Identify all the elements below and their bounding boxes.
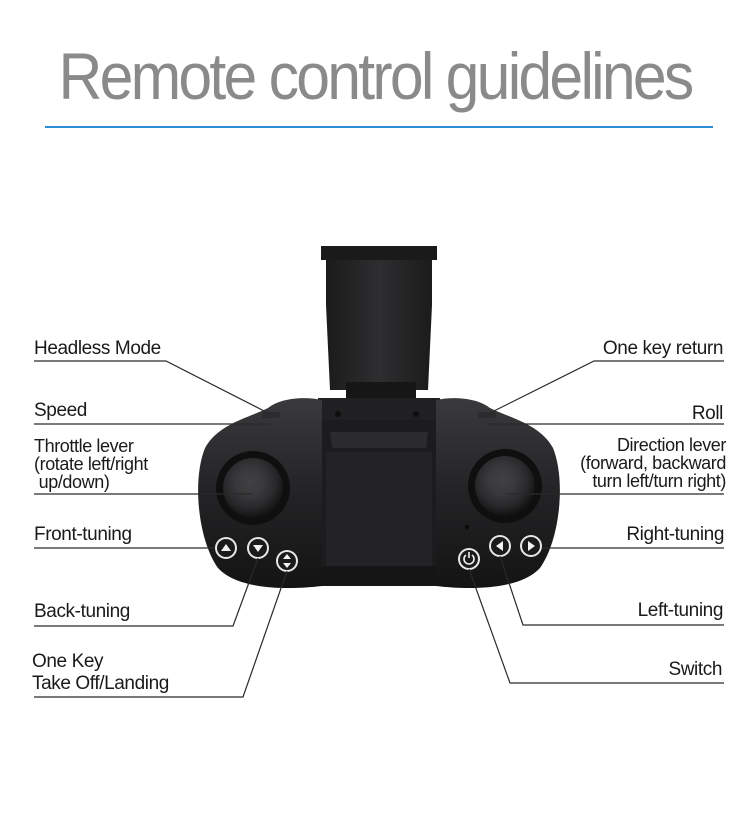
right-arrow-icon (528, 541, 535, 551)
left-joystick[interactable] (216, 451, 290, 525)
down-arrow-icon (253, 545, 263, 552)
front-tuning-button[interactable] (215, 537, 237, 559)
leader-one-key-return (487, 360, 724, 415)
label-takeoff-landing: One Key Take Off/Landing (32, 651, 169, 695)
label-one-key-return: One key return (602, 338, 723, 359)
right-joystick[interactable] (468, 449, 542, 523)
power-switch-button[interactable] (458, 548, 480, 570)
label-switch: Switch (668, 659, 722, 680)
label-takeoff-line1: One Key (32, 651, 104, 672)
label-takeoff-line2: Take Off/Landing (32, 673, 169, 694)
leader-takeoff (34, 570, 288, 698)
leader-switch (468, 568, 724, 684)
label-left-tuning: Left-tuning (637, 600, 724, 621)
takeoff-landing-button[interactable] (276, 550, 298, 572)
leader-left-tuning (499, 555, 724, 626)
label-right-tuning: Right-tuning (626, 524, 724, 545)
label-direction-line1: Direction lever (616, 435, 726, 455)
page-title: Remote control guidelines (58, 39, 694, 113)
label-direction-lever: Direction lever (forward, backward turn … (580, 436, 726, 490)
left-arrow-icon (496, 541, 503, 551)
takeoff-landing-icon (283, 554, 291, 568)
leader-headless (34, 360, 271, 415)
controller-body (198, 398, 560, 589)
label-speed: Speed (34, 400, 87, 421)
label-back-tuning: Back-tuning (34, 601, 130, 622)
label-headless-mode: Headless Mode (34, 338, 161, 359)
title-divider (45, 126, 713, 128)
label-throttle-line1: Throttle lever (34, 436, 134, 456)
label-front-tuning: Front-tuning (34, 524, 132, 545)
power-icon (463, 552, 475, 565)
label-throttle-line3: up/down) (34, 472, 110, 492)
label-throttle-line2: (rotate left/right (34, 454, 148, 474)
leader-back-tuning (34, 557, 259, 627)
up-arrow-icon (221, 544, 231, 551)
left-tuning-button[interactable] (489, 535, 511, 557)
back-tuning-button[interactable] (247, 537, 269, 559)
phone-holder (318, 246, 440, 420)
label-direction-line2: (forward, backward (580, 453, 726, 473)
label-direction-line3: turn left/turn right) (592, 471, 726, 491)
label-roll: Roll (691, 403, 724, 424)
leader-lines (34, 360, 724, 698)
label-throttle-lever: Throttle lever (rotate left/right up/dow… (34, 437, 148, 491)
right-tuning-button[interactable] (520, 535, 542, 557)
